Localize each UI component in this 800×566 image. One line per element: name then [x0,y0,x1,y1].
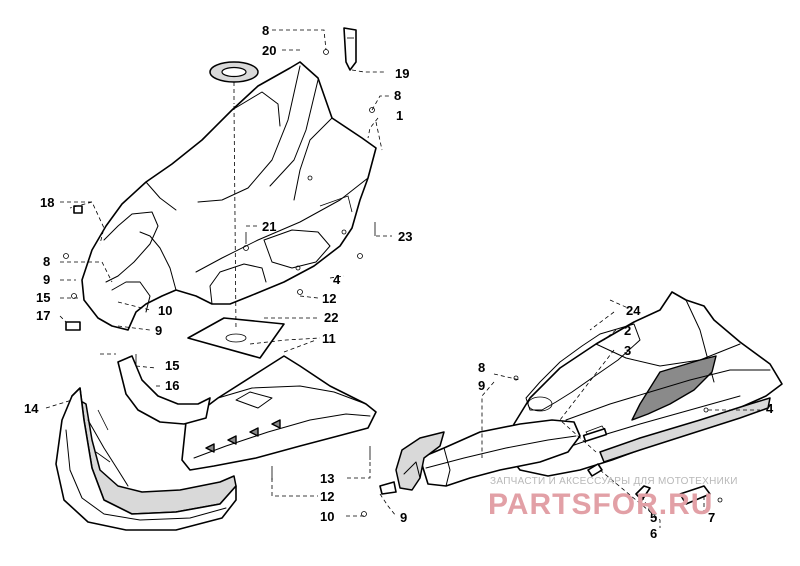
callout-3: 3 [624,343,631,358]
watermark-brand: PARTSFOR.RU [488,488,713,521]
callout-2: 2 [624,323,631,338]
decal-pieces [361,375,723,517]
plate [187,317,285,359]
belly-pan-upper [81,61,377,331]
side-bracket [117,354,211,425]
callout-20: 20 [262,43,276,58]
callout-12-upper: 12 [322,291,336,306]
callout-23: 23 [398,229,412,244]
leader-lines [45,29,760,528]
callout-17: 17 [36,308,50,323]
callout-8-right-lower: 8 [478,360,485,375]
callout-12-lower: 12 [320,489,334,504]
callout-15-mid: 15 [165,358,179,373]
callout-8-right: 8 [394,88,401,103]
callout-1: 1 [396,108,403,123]
grommet-ring [209,61,259,83]
running-board [395,419,581,491]
callout-19: 19 [395,66,409,81]
callout-5: 5 [650,510,657,525]
watermark-tagline: ЗАПЧАСТИ И АКСЕССУАРЫ ДЛЯ МОТОТЕХНИКИ [490,476,738,487]
callout-11: 11 [322,331,336,346]
callout-16: 16 [165,378,179,393]
watermark: ЗАПЧАСТИ И АКСЕССУАРЫ ДЛЯ МОТОТЕХНИКИ PA… [488,476,738,521]
callout-4-upper: 4 [333,272,341,287]
callout-21: 21 [262,219,276,234]
callout-4-right: 4 [766,401,774,416]
callout-6: 6 [650,526,657,541]
callout-9-left: 9 [43,272,50,287]
callout-15-left: 15 [36,290,50,305]
lower-guard [181,355,377,480]
front-bumper [55,387,237,531]
callout-14: 14 [24,401,39,416]
callout-7: 7 [708,510,715,525]
callout-8-top: 8 [262,23,269,38]
callout-10-left: 10 [158,303,172,318]
callout-22: 22 [324,310,338,325]
callout-9-right-lower: 9 [478,378,485,393]
callout-18: 18 [40,195,54,210]
callout-24: 24 [626,303,641,318]
callout-9-mid: 9 [155,323,162,338]
callout-8-left: 8 [43,254,50,269]
callout-9-lower: 9 [400,510,407,525]
mounting-bracket [343,27,357,71]
hardware [63,49,376,331]
callouts: 8 20 19 8 1 18 21 23 8 9 4 15 12 10 22 1… [24,23,774,541]
callout-10-lower: 10 [320,509,334,524]
callout-13: 13 [320,471,334,486]
